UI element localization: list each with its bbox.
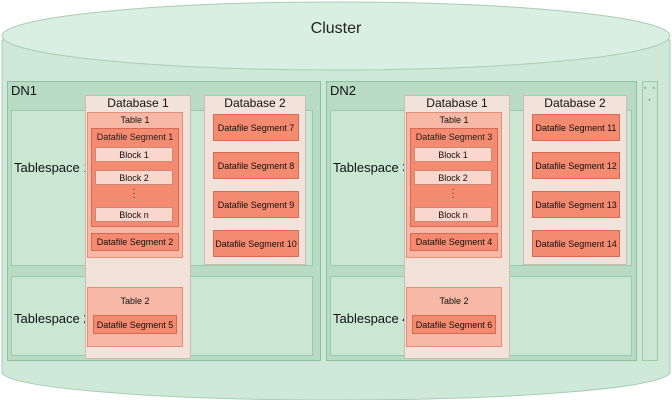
tablespace-3-label: Tablespace 3 — [333, 160, 410, 175]
dn2-segment-11: Datafile Segment 11 — [532, 114, 620, 141]
dn1-database-1-label: Database 1 — [107, 96, 169, 110]
dn1-database-2-label: Database 2 — [224, 96, 286, 110]
dn2-segment-13: Datafile Segment 13 — [532, 191, 620, 218]
dn2-table-2-label: Table 2 — [439, 296, 469, 306]
dn2-segment-14: Datafile Segment 14 — [532, 230, 620, 257]
dn1-segment-2: Datafile Segment 2 — [91, 233, 179, 251]
dn2-database-2-label: Database 2 — [544, 96, 606, 110]
dn2-block-ellipsis-text: · · · — [451, 184, 455, 203]
dn1-segment-9: Datafile Segment 9 — [213, 191, 299, 218]
more-nodes-strip — [642, 81, 658, 361]
dn2-segment-6: Datafile Segment 6 — [412, 315, 496, 334]
dn2-segment-12: Datafile Segment 12 — [532, 152, 620, 179]
dn1-segment-1-label: Datafile Segment 1 — [96, 132, 174, 142]
dn1-block-1: Block 1 — [95, 147, 173, 162]
dn2-block-ellipsis: · · · — [414, 184, 492, 203]
cluster-title: Cluster — [310, 20, 362, 37]
dn1-block-n: Block n — [95, 207, 173, 222]
tablespace-2-label: Tablespace 2 — [14, 311, 91, 326]
dn2-label: DN2 — [330, 83, 357, 98]
dn1-block-2: Block 2 — [95, 170, 173, 185]
dn1-segment-8: Datafile Segment 8 — [213, 152, 299, 179]
dn2-segment-4: Datafile Segment 4 — [410, 233, 498, 251]
dn1-table-2-label: Table 2 — [120, 296, 150, 306]
dn1-block-ellipsis: · · · — [95, 184, 173, 203]
dn2-block-1: Block 1 — [414, 147, 492, 162]
dn1-block-ellipsis-text: · · · — [132, 184, 136, 203]
dn1-segment-10: Datafile Segment 10 — [213, 230, 299, 257]
dn2-block-2: Block 2 — [414, 170, 492, 185]
dn1-table-1-label: Table 1 — [120, 115, 150, 125]
dn2-block-n: Block n — [414, 207, 492, 222]
dn1-segment-7: Datafile Segment 7 — [213, 114, 299, 141]
dn1-segment-5: Datafile Segment 5 — [93, 315, 177, 334]
dn2-database-1-label: Database 1 — [426, 96, 488, 110]
dn2-segment-3-label: Datafile Segment 3 — [415, 132, 493, 142]
dn2-table-1-label: Table 1 — [439, 115, 469, 125]
tablespace-4-label: Tablespace 4 — [333, 311, 410, 326]
more-nodes-ellipsis: · · · — [643, 82, 657, 106]
dn1-label: DN1 — [11, 83, 38, 98]
tablespace-1-label: Tablespace 1 — [14, 160, 91, 175]
